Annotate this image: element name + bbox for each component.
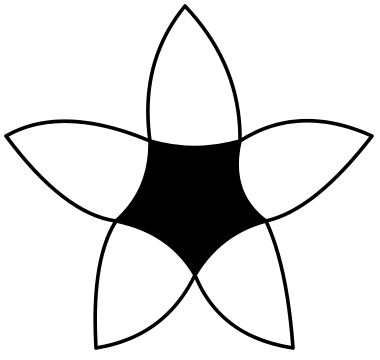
petal-3 [240, 121, 372, 221]
filled-center-star [116, 141, 266, 275]
petal-1 [148, 6, 240, 141]
central-star-group [116, 141, 266, 275]
